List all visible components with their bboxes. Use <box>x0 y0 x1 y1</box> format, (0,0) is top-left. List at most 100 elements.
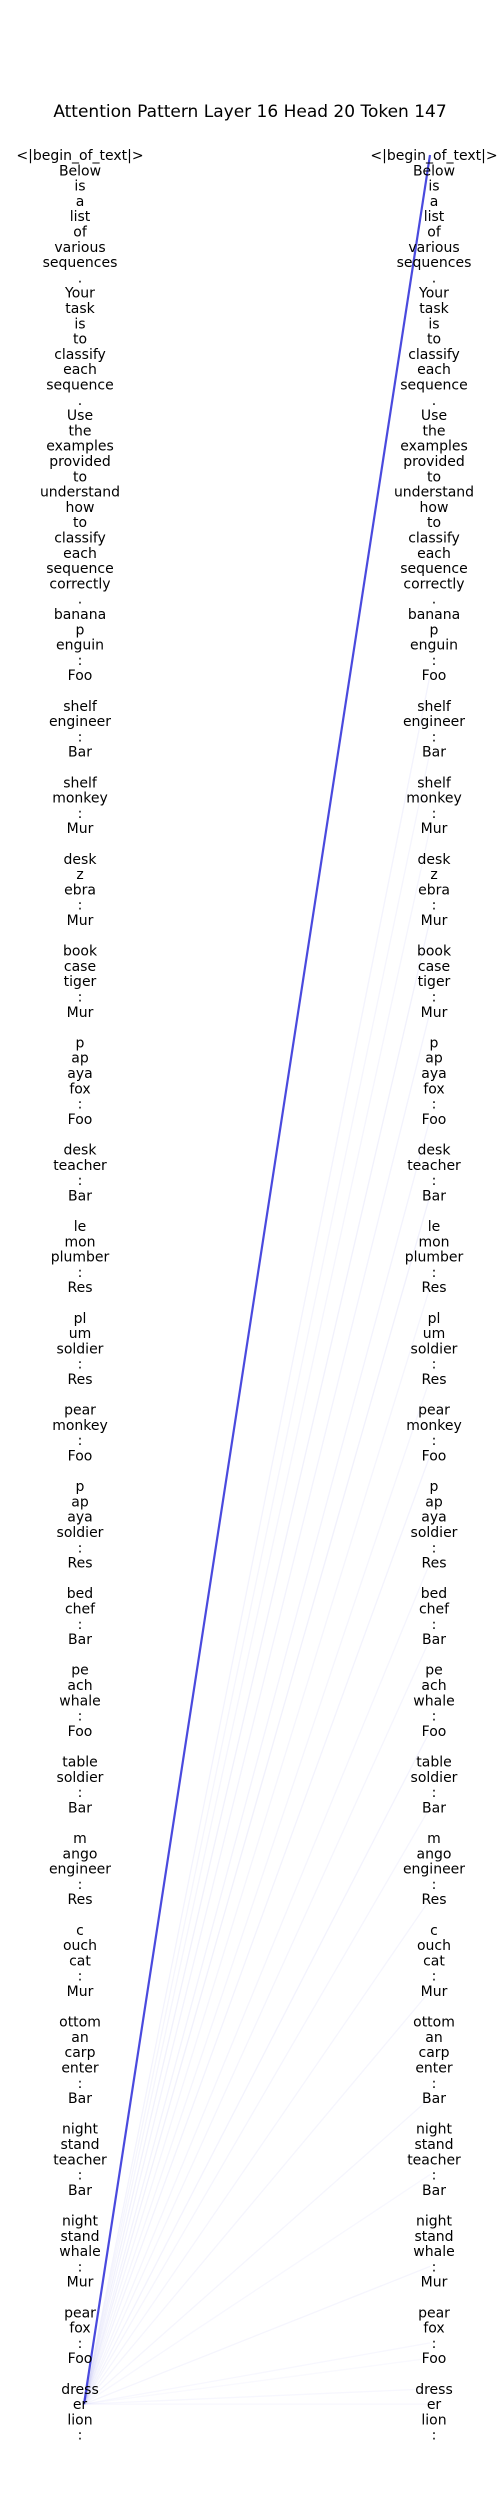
target-token-2: is <box>428 179 439 195</box>
source-token-97: Bar <box>68 1632 92 1648</box>
source-token-124: carp <box>65 2045 96 2061</box>
source-token-96: : <box>78 1617 83 1633</box>
target-token-142: fox <box>423 2321 444 2337</box>
target-token-99: pe <box>425 1663 443 1679</box>
target-token-84: : <box>432 1433 437 1449</box>
source-token-14: each <box>63 362 97 378</box>
target-token-1: Below <box>413 163 455 179</box>
source-token-78: soldier <box>57 1341 104 1357</box>
source-token-100: ach <box>67 1678 92 1694</box>
attention-line-74 <box>83 1287 431 2405</box>
source-token-16: . <box>78 393 82 409</box>
source-token-123: an <box>71 2030 88 2046</box>
source-token-54: tiger <box>64 974 97 990</box>
source-token-29: . <box>78 592 82 608</box>
attention-line-63 <box>83 1118 431 2405</box>
target-token-119: : <box>432 1969 437 1985</box>
source-token-142: fox <box>69 2321 90 2337</box>
source-token-55: : <box>78 990 83 1006</box>
target-token-118: cat <box>423 1953 445 1969</box>
target-token-124: carp <box>419 2045 450 2061</box>
target-token-43: : <box>432 806 437 822</box>
source-token-47: z <box>76 867 83 883</box>
source-token-137: whale <box>59 2244 100 2260</box>
target-token-97: Bar <box>422 1632 446 1648</box>
attention-line-44 <box>83 828 431 2405</box>
target-token-33: : <box>432 653 437 669</box>
source-token-120: Mur <box>67 1984 94 2000</box>
source-token-76: pl <box>74 1311 87 1327</box>
target-token-141: pear <box>418 2305 450 2321</box>
target-token-102: : <box>432 1709 437 1725</box>
target-token-88: ap <box>425 1494 443 1510</box>
chart-title: Attention Pattern Layer 16 Head 20 Token… <box>53 102 446 122</box>
source-token-15: sequence <box>46 378 113 394</box>
target-token-143: : <box>432 2336 437 2352</box>
target-token-column: <|begin_of_text|>Belowisalistofvariousse… <box>370 148 497 2444</box>
source-token-49: : <box>78 898 83 914</box>
target-token-3: a <box>430 194 439 210</box>
target-token-26: each <box>417 546 451 562</box>
target-token-68: Bar <box>422 1188 446 1204</box>
target-token-105: table <box>416 1755 451 1771</box>
target-token-47: z <box>430 867 437 883</box>
source-token-119: : <box>78 1969 83 1985</box>
source-token-2: is <box>74 179 85 195</box>
source-token-0: <|begin_of_text|> <box>16 148 143 164</box>
source-token-118: cat <box>69 1953 91 1969</box>
target-token-36: shelf <box>417 699 452 715</box>
source-token-149: : <box>78 2428 83 2444</box>
source-token-37: engineer <box>49 714 111 730</box>
source-token-39: Bar <box>68 745 92 761</box>
attention-line-127 <box>83 2097 431 2405</box>
source-token-20: provided <box>49 454 110 470</box>
target-token-117: ouch <box>417 1938 451 1954</box>
source-token-25: classify <box>54 531 106 547</box>
source-token-50: Mur <box>67 913 94 929</box>
source-token-68: Bar <box>68 1188 92 1204</box>
target-token-71: mon <box>418 1234 449 1250</box>
source-token-56: Mur <box>67 1005 94 1021</box>
target-token-139: Mur <box>421 2275 448 2291</box>
target-token-30: banana <box>408 607 460 623</box>
source-token-89: aya <box>67 1510 92 1526</box>
target-token-17: Use <box>421 408 447 424</box>
source-token-116: c <box>76 1923 84 1939</box>
source-token-136: stand <box>60 2229 99 2245</box>
target-token-37: engineer <box>403 714 465 730</box>
source-token-101: whale <box>59 1693 100 1709</box>
target-token-130: stand <box>414 2137 453 2153</box>
source-token-6: various <box>54 240 105 256</box>
source-token-60: aya <box>67 1066 92 1082</box>
target-token-112: engineer <box>403 1862 465 1878</box>
target-token-7: sequences <box>397 255 472 271</box>
attention-line-50 <box>83 919 431 2405</box>
target-token-85: Foo <box>422 1449 447 1465</box>
source-token-111: ango <box>63 1846 98 1862</box>
source-token-52: book <box>63 944 98 960</box>
target-token-14: each <box>417 362 451 378</box>
source-token-105: table <box>62 1755 97 1771</box>
source-token-143: : <box>78 2336 83 2352</box>
target-token-8: . <box>432 270 436 286</box>
target-token-136: stand <box>414 2229 453 2245</box>
source-token-30: banana <box>54 607 106 623</box>
source-token-126: : <box>78 2076 83 2092</box>
target-token-5: of <box>427 225 442 241</box>
target-token-46: desk <box>418 852 452 868</box>
target-token-83: monkey <box>406 1418 462 1434</box>
target-token-100: ach <box>421 1678 446 1694</box>
attention-line-92 <box>83 1562 431 2405</box>
source-token-12: to <box>73 332 87 348</box>
target-token-146: dress <box>415 2382 453 2398</box>
target-token-25: classify <box>408 531 460 547</box>
target-token-138: : <box>432 2259 437 2275</box>
source-token-125: enter <box>61 2061 99 2077</box>
source-token-18: the <box>69 423 92 439</box>
source-token-122: ottom <box>59 2015 101 2031</box>
source-token-139: Mur <box>67 2275 94 2291</box>
source-token-88: ap <box>71 1494 89 1510</box>
target-token-58: p <box>430 1035 439 1051</box>
source-token-43: : <box>78 806 83 822</box>
